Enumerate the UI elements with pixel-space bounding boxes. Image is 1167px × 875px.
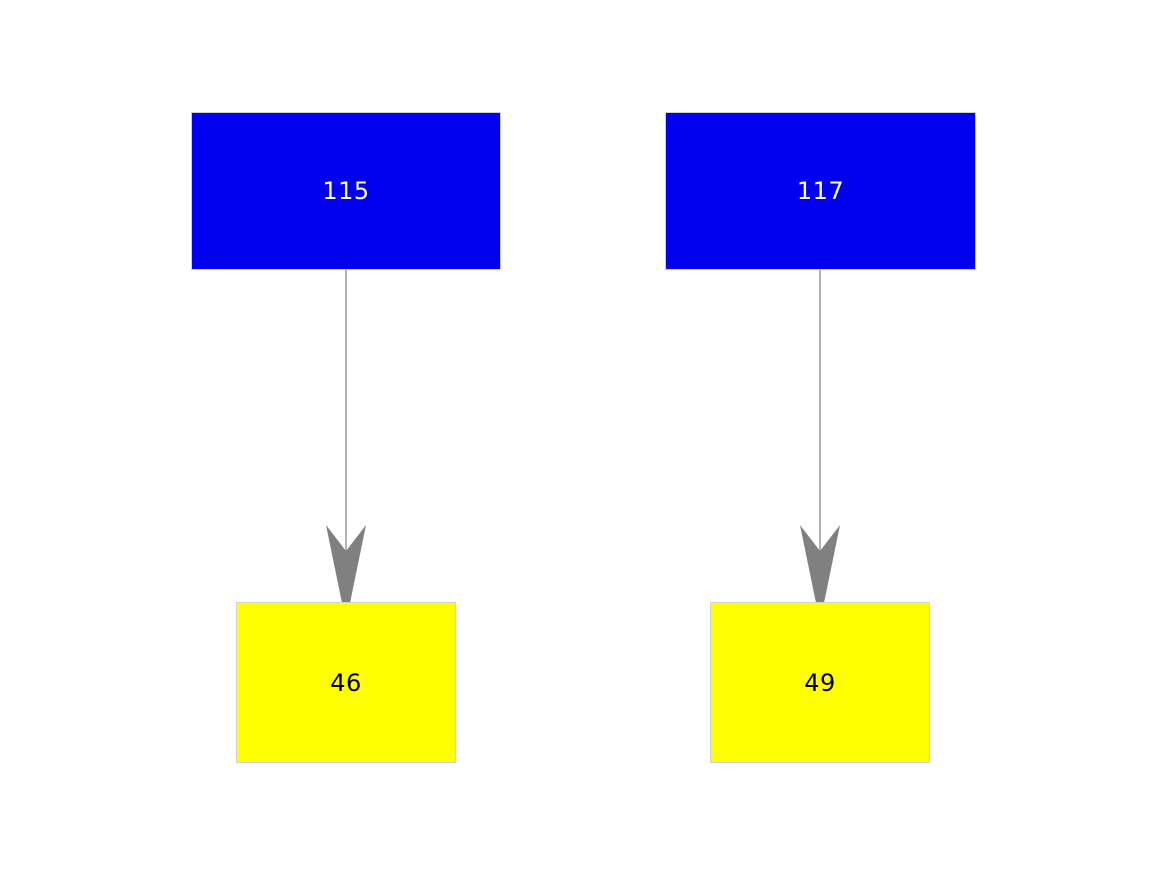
node-46[interactable]: 46	[236, 602, 456, 763]
node-label: 49	[804, 668, 836, 697]
node-label: 115	[322, 177, 370, 205]
node-49[interactable]: 49	[710, 602, 930, 763]
edge-117-to-49[interactable]	[800, 270, 840, 603]
node-115[interactable]: 115	[191, 112, 501, 270]
arrowhead-icon	[800, 525, 840, 603]
node-117[interactable]: 117	[665, 112, 976, 270]
node-label: 46	[330, 668, 362, 697]
edge-115-to-46[interactable]	[326, 270, 366, 603]
arrowhead-icon	[326, 525, 366, 603]
node-label: 117	[796, 177, 845, 205]
